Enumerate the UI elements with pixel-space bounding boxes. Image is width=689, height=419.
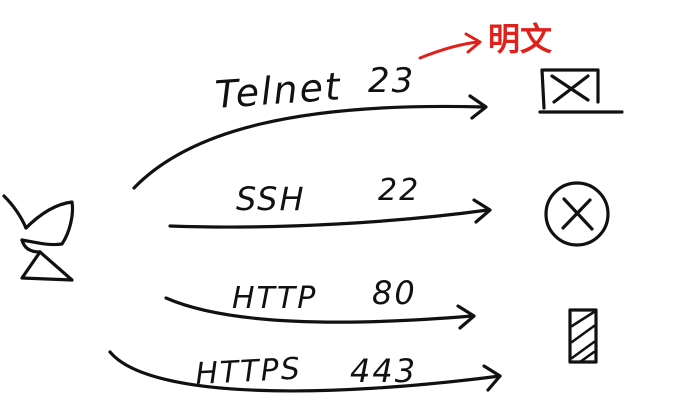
port-label-http: 80 bbox=[372, 274, 417, 312]
crossed-box-icon bbox=[538, 68, 624, 114]
protocol-label-ssh: SSH bbox=[236, 180, 306, 218]
port-label-telnet: 23 bbox=[368, 61, 415, 101]
arrow-https bbox=[108, 350, 502, 393]
protocol-label-https: HTTPS bbox=[195, 351, 303, 392]
arrow-http bbox=[164, 296, 476, 330]
port-label-ssh: 22 bbox=[378, 173, 420, 208]
crossed-circle-icon bbox=[544, 181, 610, 247]
arrow-telnet bbox=[132, 94, 488, 190]
arrow-ssh bbox=[168, 198, 492, 229]
protocol-label-telnet: Telnet bbox=[214, 64, 344, 117]
hatched-bar-icon bbox=[568, 308, 598, 364]
plaintext-annotation-label: 明文 bbox=[488, 20, 552, 58]
port-label-https: 443 bbox=[350, 352, 417, 390]
protocol-label-http: HTTP bbox=[232, 281, 317, 316]
computer-icon bbox=[2, 194, 75, 282]
plaintext-annotation: 明文 bbox=[418, 20, 552, 60]
